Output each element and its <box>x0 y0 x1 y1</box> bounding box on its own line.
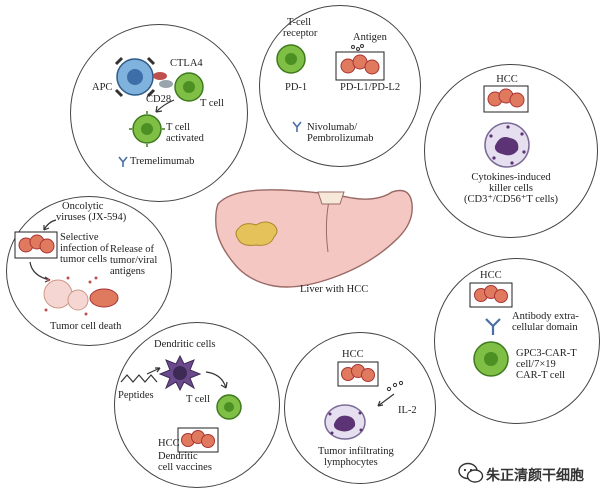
car-t-label-1: GPC3-CAR-T <box>516 348 577 359</box>
selective-label-2: infection of <box>60 243 109 254</box>
lymphocyte-icon <box>324 404 366 440</box>
pd1-panel <box>259 5 421 167</box>
selective-label-1: Selective <box>60 232 99 243</box>
activation-arrow-icon <box>155 99 175 113</box>
tumor-cell-cluster-icon <box>483 85 529 113</box>
apc-label: APC <box>92 82 113 93</box>
cik-label-1: Cytokines-induced <box>471 172 551 183</box>
oncolytic-title-1: Oncolytic <box>62 201 104 212</box>
dendritic-panel <box>114 322 280 488</box>
selective-label-3: tumor cells <box>60 254 107 265</box>
dendritic-cell-icon <box>158 354 202 392</box>
antigen-label: Antigen <box>353 32 387 43</box>
til-panel <box>284 332 436 484</box>
hcc-label: HCC <box>480 270 502 281</box>
t-cell-icon <box>276 44 306 74</box>
t-cell-label: T cell <box>200 98 225 109</box>
car-t-cell-icon <box>473 341 509 377</box>
nivolumab-label-2: Pembrolizumab <box>307 133 374 144</box>
ctla4-panel <box>70 24 248 202</box>
virus-arrow-icon <box>43 219 57 231</box>
antibody-icon <box>485 318 501 335</box>
t-cell-activated-label-1: T cell <box>166 122 191 133</box>
apc-cell-icon <box>114 56 156 98</box>
antibody-icon <box>118 156 128 167</box>
tumor-cell-cluster-icon <box>337 361 379 387</box>
cd28-label: CD28 <box>146 94 172 105</box>
car-t-panel <box>434 258 600 424</box>
oncolytic-title-2: viruses (JX-594) <box>56 212 127 223</box>
activated-t-cell-icon <box>129 111 165 147</box>
car-t-label-3: CAR-T cell <box>516 370 566 381</box>
hcc-tumor-icon <box>235 221 278 246</box>
til-label-1: Tumor infiltrating <box>318 446 394 457</box>
antibody-icon <box>292 121 302 132</box>
liver-label: Liver with HCC <box>300 284 369 295</box>
pd1-label: PD-1 <box>285 82 308 93</box>
cik-label-3: (CD3⁺/CD56⁺T cells) <box>463 194 559 205</box>
t-cell-activated-label-2: activated <box>166 133 204 144</box>
nivolumab-label-1: Nivolumab/ <box>307 122 358 133</box>
car-t-label-2: cell/7×19 <box>516 359 556 370</box>
release-label-3: antigens <box>110 266 145 277</box>
il2-label: IL-2 <box>398 405 417 416</box>
peptide-arrow-icon <box>146 367 161 375</box>
tumor-cell-cluster-icon <box>177 427 219 453</box>
tremelimumab-label: Tremelimumab <box>130 156 195 167</box>
wechat-logo-icon <box>458 462 484 483</box>
release-label-1: Release of <box>110 244 155 255</box>
dendritic-title-label: Dendritic cells <box>154 339 216 350</box>
ctla4-label: CTLA4 <box>170 58 203 69</box>
killer-cell-icon <box>484 122 530 168</box>
tumor-cell-death-icon <box>43 276 119 316</box>
antigen-dots-icon <box>351 44 364 51</box>
pdl-label: PD-L1/PD-L2 <box>340 82 401 93</box>
watermark-text: 朱正清颜干细胞 <box>486 468 584 484</box>
liver-icon <box>215 189 413 288</box>
il2-dots-icon <box>386 380 404 392</box>
hcc-label: HCC <box>158 438 180 449</box>
t-cell-receptor-label-2: receptor <box>283 28 318 39</box>
t-cell-icon <box>174 72 204 102</box>
t-cell-receptor-label-1: T-cell <box>287 17 312 28</box>
antibody-label-1: Antibody extra- <box>512 311 579 322</box>
t-cell-icon <box>216 394 242 420</box>
tumor-cell-cluster-icon <box>335 51 385 81</box>
il2-arrow-icon <box>377 393 395 407</box>
hcc-label: HCC <box>496 74 518 85</box>
tumor-cell-death-label: Tumor cell death <box>50 321 122 332</box>
t-cell-label: T cell <box>186 394 211 405</box>
dendritic-vaccine-label-2: cell vaccines <box>158 462 212 473</box>
til-label-2: lymphocytes <box>324 457 378 468</box>
receptor-icon <box>153 72 173 88</box>
antibody-label-2: cellular domain <box>512 322 578 333</box>
dendritic-vaccine-label-1: Dendritic <box>158 451 198 462</box>
cik-label-2: killer cells <box>488 183 534 194</box>
hcc-label: HCC <box>342 349 364 360</box>
tumor-cell-cluster-icon <box>469 282 513 308</box>
release-label-2: tumor/viral <box>110 255 158 266</box>
activation-arrow-icon <box>205 371 228 389</box>
peptides-label: Peptides <box>118 390 154 401</box>
tumor-cell-cluster-icon <box>14 231 58 259</box>
peptide-zigzag-icon <box>120 374 158 383</box>
